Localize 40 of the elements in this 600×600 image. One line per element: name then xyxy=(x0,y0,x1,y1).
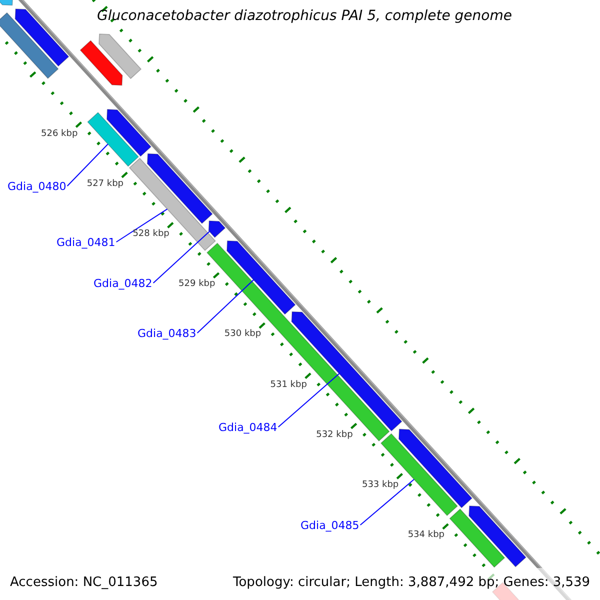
gene-feature xyxy=(208,220,226,238)
gene-feature xyxy=(146,153,213,224)
scale-label: 530 kbp xyxy=(224,329,262,340)
gene-feature xyxy=(106,108,152,157)
gene-feature xyxy=(14,8,70,67)
gene-feature xyxy=(449,508,506,568)
genome-summary-note: Topology: circular; Length: 3,887,492 bp; Genes: 3,539 xyxy=(233,574,590,590)
gene-feature xyxy=(0,0,14,6)
gene-feature xyxy=(226,240,296,315)
gene-feature xyxy=(98,34,142,80)
leader-line xyxy=(152,231,210,284)
gene-feature xyxy=(380,433,458,516)
scale-label: 526 kbp xyxy=(41,128,78,140)
gene-label: Gdia_0484 xyxy=(218,420,278,434)
gene-feature xyxy=(291,311,402,432)
scale-label: 533 kbp xyxy=(362,480,399,492)
title: Gluconacetobacter diazotrophicus PAI 5, complete genome xyxy=(97,8,512,24)
gene-feature xyxy=(128,158,216,251)
leader-line xyxy=(196,279,254,334)
scale-label: 529 kbp xyxy=(178,279,216,290)
gene-feature xyxy=(87,112,140,167)
leader-line xyxy=(66,144,108,186)
scale-label: 534 kbp xyxy=(408,530,444,542)
gene-label: Gdia_0483 xyxy=(138,326,196,340)
gene-label: Gdia_0481 xyxy=(56,236,116,248)
leader-line xyxy=(360,478,415,526)
scale-label: 528 kbp xyxy=(132,229,170,240)
scale-label: 527 kbp xyxy=(86,178,124,190)
leader-line xyxy=(278,373,340,428)
gene-feature xyxy=(468,506,526,568)
scale-label: 531 kbp xyxy=(270,380,307,391)
leader-line xyxy=(116,208,168,242)
accession-note: Accession: NC_011365 xyxy=(10,574,158,590)
gene-label: Gdia_0485 xyxy=(300,518,360,532)
gene-feature xyxy=(0,12,59,79)
gene-feature xyxy=(80,40,123,86)
gene-label: Gdia_0480 xyxy=(8,180,66,192)
gene-feature xyxy=(398,428,472,508)
scale-label: 532 kbp xyxy=(316,430,353,441)
gene-label: Gdia_0482 xyxy=(94,276,152,290)
